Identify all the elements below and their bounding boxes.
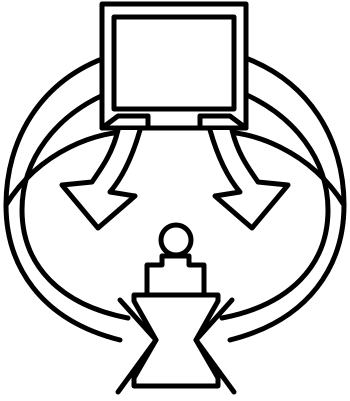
hourglass-icon xyxy=(118,295,234,392)
monitor-icon xyxy=(102,4,246,128)
person-icon xyxy=(147,225,204,295)
